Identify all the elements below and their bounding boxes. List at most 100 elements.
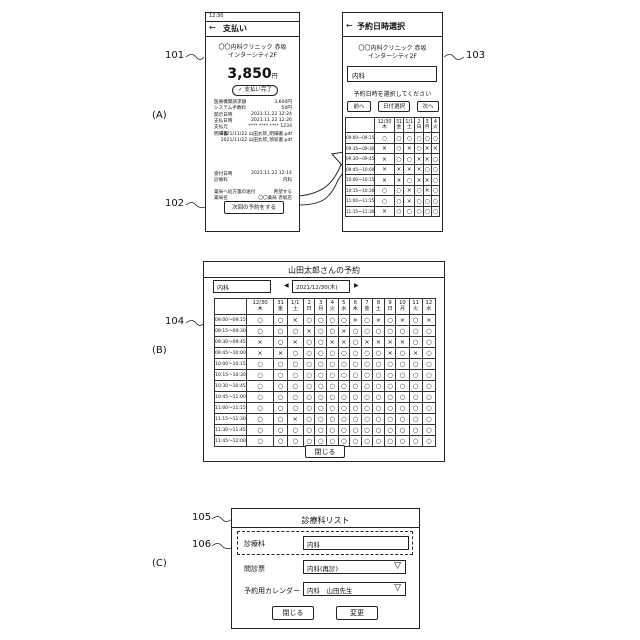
available-slot[interactable]: ○ xyxy=(338,403,350,414)
detail-value[interactable]: 2021/11/22 山田太郎_領収書.pdf xyxy=(221,137,292,143)
available-slot[interactable]: ○ xyxy=(315,425,327,436)
available-slot[interactable]: ○ xyxy=(361,326,373,337)
available-slot[interactable]: ○ xyxy=(338,381,350,392)
available-slot[interactable]: ○ xyxy=(404,206,415,217)
available-slot[interactable]: ○ xyxy=(361,414,373,425)
available-slot[interactable]: ○ xyxy=(409,370,422,381)
available-slot[interactable]: ○ xyxy=(409,381,422,392)
available-slot[interactable]: ○ xyxy=(246,326,274,337)
available-slot[interactable]: ○ xyxy=(384,381,396,392)
calendar-select[interactable]: 内科 山田先生 ▽ xyxy=(303,582,406,596)
available-slot[interactable]: ○ xyxy=(326,381,338,392)
available-slot[interactable]: ○ xyxy=(315,315,327,326)
available-slot[interactable]: ○ xyxy=(361,359,373,370)
available-slot[interactable]: ○ xyxy=(415,206,423,217)
available-slot[interactable]: ○ xyxy=(373,348,385,359)
available-slot[interactable]: ○ xyxy=(396,348,409,359)
available-slot[interactable]: ○ xyxy=(422,359,435,370)
available-slot[interactable]: ○ xyxy=(409,425,422,436)
available-slot[interactable]: ○ xyxy=(396,381,409,392)
available-slot[interactable]: ○ xyxy=(246,392,274,403)
available-slot[interactable]: ○ xyxy=(422,348,435,359)
available-slot[interactable]: ○ xyxy=(361,403,373,414)
available-slot[interactable]: ○ xyxy=(303,315,315,326)
close-button[interactable]: 閉じる xyxy=(305,445,345,458)
available-slot[interactable]: ○ xyxy=(373,381,385,392)
available-slot[interactable]: ○ xyxy=(350,326,362,337)
available-slot[interactable]: ○ xyxy=(384,436,396,447)
available-slot[interactable]: ○ xyxy=(396,370,409,381)
available-slot[interactable]: ○ xyxy=(431,175,439,186)
available-slot[interactable]: ○ xyxy=(373,403,385,414)
available-slot[interactable]: ○ xyxy=(274,370,287,381)
available-slot[interactable]: ○ xyxy=(315,326,327,337)
available-slot[interactable]: ○ xyxy=(394,133,403,144)
available-slot[interactable]: ○ xyxy=(404,133,415,144)
available-slot[interactable]: ○ xyxy=(246,436,274,447)
available-slot[interactable]: ○ xyxy=(422,381,435,392)
available-slot[interactable]: ○ xyxy=(326,414,338,425)
available-slot[interactable]: ○ xyxy=(350,348,362,359)
available-slot[interactable]: ○ xyxy=(423,133,431,144)
available-slot[interactable]: ○ xyxy=(287,425,303,436)
available-slot[interactable]: ○ xyxy=(361,315,373,326)
available-slot[interactable]: ○ xyxy=(274,414,287,425)
available-slot[interactable]: ○ xyxy=(315,381,327,392)
available-slot[interactable]: ○ xyxy=(396,326,409,337)
available-slot[interactable]: ○ xyxy=(409,315,422,326)
detail-value[interactable]: 2021/11/22 山田太郎_明細書.pdf xyxy=(221,131,292,137)
available-slot[interactable]: ○ xyxy=(422,392,435,403)
available-slot[interactable]: ○ xyxy=(350,381,362,392)
available-slot[interactable]: ○ xyxy=(315,359,327,370)
available-slot[interactable]: ○ xyxy=(423,164,431,175)
available-slot[interactable]: ○ xyxy=(415,196,423,207)
available-slot[interactable]: ○ xyxy=(422,414,435,425)
available-slot[interactable]: ○ xyxy=(315,337,327,348)
available-slot[interactable]: ○ xyxy=(431,206,439,217)
available-slot[interactable]: ○ xyxy=(315,403,327,414)
prev-button[interactable]: 前へ xyxy=(347,101,371,112)
available-slot[interactable]: ○ xyxy=(394,196,403,207)
available-slot[interactable]: ○ xyxy=(350,392,362,403)
available-slot[interactable]: ○ xyxy=(404,175,415,186)
available-slot[interactable]: ○ xyxy=(303,381,315,392)
available-slot[interactable]: ○ xyxy=(246,381,274,392)
available-slot[interactable]: ○ xyxy=(361,425,373,436)
available-slot[interactable]: ○ xyxy=(431,185,439,196)
available-slot[interactable]: ○ xyxy=(361,392,373,403)
available-slot[interactable]: ○ xyxy=(431,154,439,165)
back-button[interactable]: ← xyxy=(209,23,216,32)
available-slot[interactable]: ○ xyxy=(303,414,315,425)
available-slot[interactable]: ○ xyxy=(338,359,350,370)
available-slot[interactable]: ○ xyxy=(338,414,350,425)
available-slot[interactable]: ○ xyxy=(287,381,303,392)
available-slot[interactable]: ○ xyxy=(287,326,303,337)
available-slot[interactable]: ○ xyxy=(350,403,362,414)
available-slot[interactable]: ○ xyxy=(274,436,287,447)
available-slot[interactable]: ○ xyxy=(409,359,422,370)
available-slot[interactable]: ○ xyxy=(373,414,385,425)
department-field[interactable]: 内科 xyxy=(213,280,271,293)
available-slot[interactable]: ○ xyxy=(373,326,385,337)
available-slot[interactable]: ○ xyxy=(315,392,327,403)
department-field[interactable]: 内科 xyxy=(347,66,437,82)
available-slot[interactable]: ○ xyxy=(303,359,315,370)
available-slot[interactable]: ○ xyxy=(373,436,385,447)
available-slot[interactable]: ○ xyxy=(338,425,350,436)
available-slot[interactable]: ○ xyxy=(361,370,373,381)
available-slot[interactable]: ○ xyxy=(422,337,435,348)
available-slot[interactable]: ○ xyxy=(338,392,350,403)
date-select-button[interactable]: 日付選択 xyxy=(378,101,410,112)
available-slot[interactable]: ○ xyxy=(303,337,315,348)
available-slot[interactable]: ○ xyxy=(350,425,362,436)
available-slot[interactable]: ○ xyxy=(274,337,287,348)
date-field[interactable]: 2021/12/30(木) xyxy=(292,280,350,293)
department-input[interactable]: 内科 xyxy=(303,536,409,550)
available-slot[interactable]: ○ xyxy=(303,403,315,414)
available-slot[interactable]: ○ xyxy=(396,425,409,436)
available-slot[interactable]: ○ xyxy=(326,392,338,403)
available-slot[interactable]: ○ xyxy=(375,133,394,144)
available-slot[interactable]: ○ xyxy=(375,196,394,207)
available-slot[interactable]: ○ xyxy=(422,403,435,414)
available-slot[interactable]: ○ xyxy=(326,425,338,436)
